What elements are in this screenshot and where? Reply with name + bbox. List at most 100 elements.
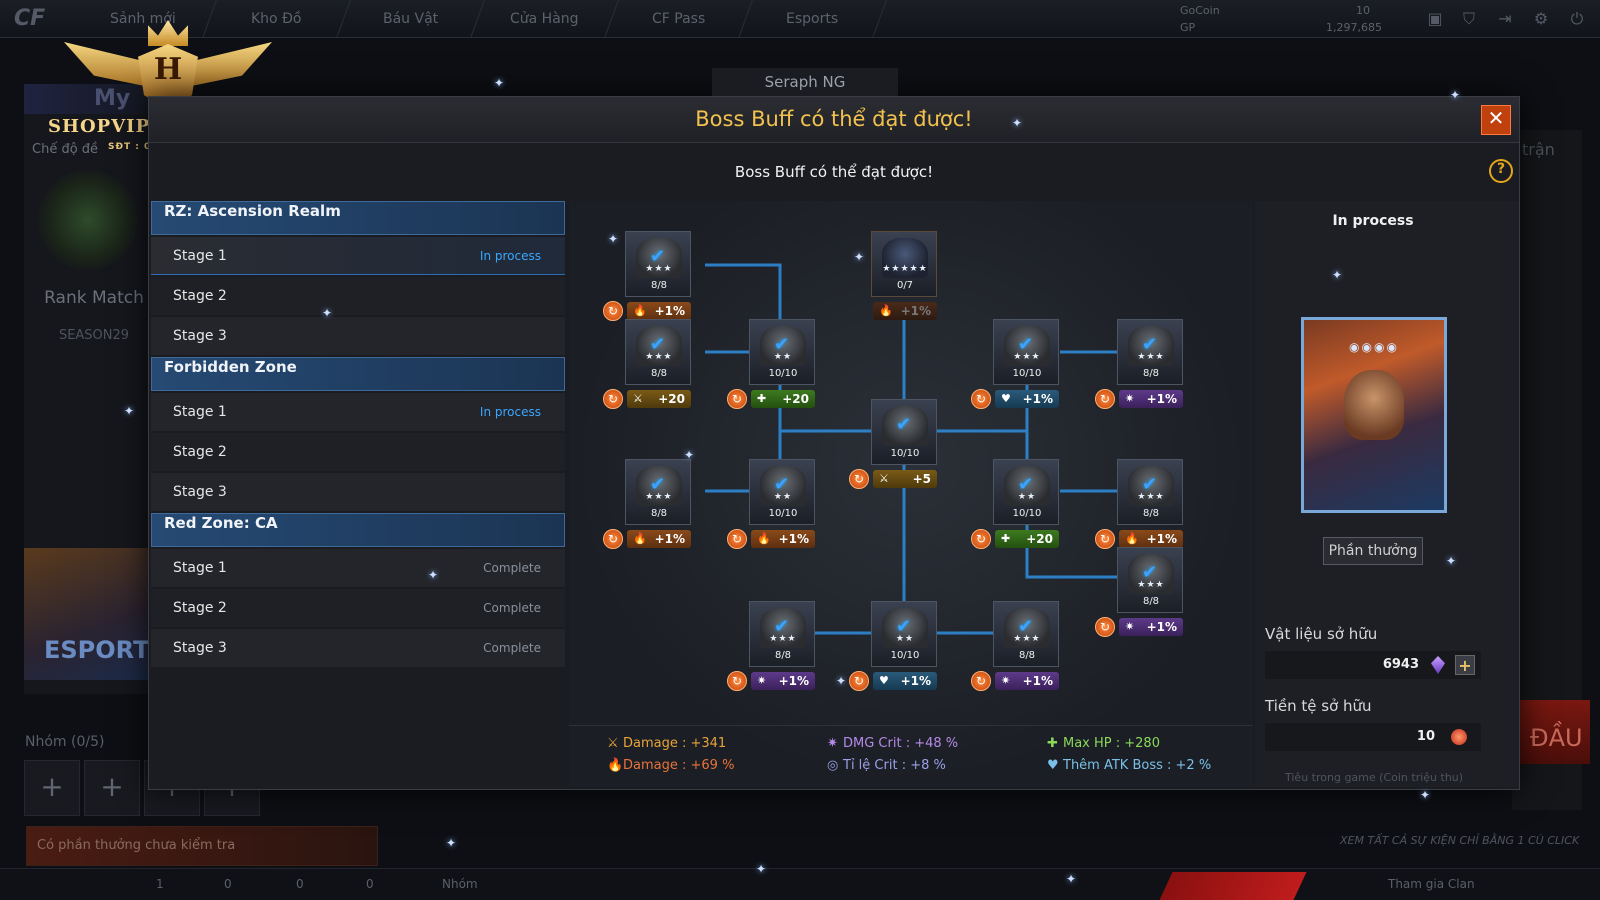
refresh-icon[interactable]: ↻ [727, 529, 747, 549]
bottom-count: 1 [156, 877, 164, 891]
stage-row[interactable]: Stage 1 Complete [151, 549, 565, 587]
checkmark-icon: ✔ [896, 414, 912, 435]
buff-node[interactable]: ✔★★10/10 [749, 459, 815, 525]
nav-tab-lobby[interactable]: Sảnh mới [69, 0, 217, 38]
zone-header-forbidden[interactable]: Forbidden Zone [151, 357, 565, 391]
bottom-group-button[interactable]: Nhóm [442, 877, 478, 891]
summary-max-hp: ✚Max HP : +280 [1047, 736, 1160, 751]
buff-node[interactable]: ✔★★★8/8 [1117, 459, 1183, 525]
buff-node[interactable]: ✔★★10/10 [871, 601, 937, 667]
boss-portrait [1004, 326, 1050, 366]
refresh-icon[interactable]: ↻ [603, 301, 623, 321]
buff-node[interactable]: ✔★★★8/8 [625, 319, 691, 385]
buff-pill: ♥+1% [873, 672, 937, 690]
mail-icon[interactable]: ▣ [1427, 9, 1443, 28]
refresh-icon[interactable]: ↻ [727, 671, 747, 691]
unchecked-reward-notice[interactable]: Có phần thưởng chưa kiểm tra [26, 826, 378, 866]
reward-button[interactable]: Phần thưởng [1323, 537, 1423, 565]
refresh-icon[interactable]: ↻ [603, 389, 623, 409]
exit-icon[interactable]: ⇥ [1498, 9, 1512, 28]
boss-portrait [1128, 466, 1174, 506]
refresh-icon[interactable]: ↻ [603, 529, 623, 549]
mode-label: Chế độ đề [32, 142, 99, 157]
nav-tab-inventory[interactable]: Kho Đồ [203, 0, 351, 38]
buff-node[interactable]: ✔★★★10/10 [993, 319, 1059, 385]
buff-node[interactable]: ✔★★★8/8 [1117, 547, 1183, 613]
zone-header-redzone[interactable]: Red Zone: CA [151, 513, 565, 547]
summary-damage-percent: 🔥Damage : +69 % [607, 758, 735, 773]
stage-row[interactable]: Stage 3 Complete [151, 629, 565, 667]
stage-row[interactable]: Stage 2 Complete [151, 589, 565, 627]
sparkle-decoration: ✦ [756, 862, 767, 876]
checkmark-icon: ✔ [1018, 334, 1034, 355]
seraph-tab[interactable]: Seraph NG [712, 68, 898, 96]
buff-node[interactable]: ✔★★10/10 [993, 459, 1059, 525]
boss-portrait [1004, 608, 1050, 648]
gear-icon[interactable]: ⚙ [1533, 9, 1549, 28]
buff-node[interactable]: ✔10/10 [871, 399, 937, 465]
buff-pill: 🔥+1% [751, 530, 815, 548]
refresh-icon[interactable]: ↻ [849, 671, 869, 691]
nav-tab-shop[interactable]: Cửa Hàng [471, 0, 619, 38]
refresh-icon[interactable]: ↻ [971, 529, 991, 549]
add-member-slot[interactable]: + [84, 760, 140, 816]
stage-status: In process [479, 405, 541, 419]
node-count: 8/8 [650, 368, 668, 379]
nav-tab-esports[interactable]: Esports [739, 0, 887, 38]
add-material-button[interactable]: + [1455, 655, 1475, 675]
refresh-icon[interactable]: ↻ [971, 389, 991, 409]
refresh-icon[interactable]: ↻ [1095, 389, 1115, 409]
buff-node[interactable]: ✔★★★8/8 [749, 601, 815, 667]
buff-node[interactable]: ✔★★★8/8 [993, 601, 1059, 667]
power-icon[interactable]: ⏻ [1570, 9, 1584, 28]
stars-icon: ★★★ [645, 492, 673, 502]
sparkle-decoration: ✦ [1066, 872, 1077, 886]
shield-icon[interactable]: ⛉ [1462, 9, 1475, 28]
node-count: 8/8 [774, 650, 792, 661]
refresh-icon[interactable]: ↻ [1095, 617, 1115, 637]
stage-row[interactable]: Stage 1 In process [151, 393, 565, 431]
buff-node[interactable]: ✔★★★8/8 [625, 231, 691, 297]
buff-pill: ✚+20 [995, 530, 1059, 548]
nav-tab-cf-pass[interactable]: CF Pass [605, 0, 753, 38]
checkmark-icon: ✔ [1018, 474, 1034, 495]
rank-match-label[interactable]: Rank Match [44, 288, 144, 308]
buff-node[interactable]: ✔★★★8/8 [1117, 319, 1183, 385]
boss-portrait [1128, 326, 1174, 366]
help-button[interactable]: ? [1489, 159, 1513, 183]
add-member-slot[interactable]: + [24, 760, 80, 816]
refresh-icon[interactable]: ↻ [1095, 529, 1115, 549]
boss-card[interactable]: ◉◉◉◉ [1301, 317, 1447, 513]
sparkle-decoration: ✦ [1420, 788, 1431, 802]
join-clan-button[interactable]: Tham gia Clan [1388, 877, 1475, 891]
modal-subtitle: Boss Buff có thể đạt được! [734, 163, 934, 181]
stage-row[interactable]: Stage 2 [151, 433, 565, 471]
close-button[interactable]: ✕ [1481, 105, 1511, 135]
right-bg-red-banner[interactable] [1520, 700, 1590, 764]
event-banner[interactable]: XEM TẤT CẢ SỰ KIỆN CHỈ BẰNG 1 CÚ CLICK [1340, 834, 1580, 847]
refresh-icon[interactable]: ↻ [727, 389, 747, 409]
stage-row[interactable]: Stage 3 [151, 317, 565, 355]
node-count: 10/10 [890, 650, 920, 661]
buff-node-locked[interactable]: ★★★★★0/7 [871, 231, 937, 297]
buff-node[interactable]: ✔★★★8/8 [625, 459, 691, 525]
zone-header-rz[interactable]: RZ: Ascension Realm [151, 201, 565, 235]
flame-icon: 🔥 [879, 304, 893, 317]
esports-banner[interactable] [24, 548, 148, 680]
refresh-icon[interactable]: ↻ [849, 469, 869, 489]
buff-node[interactable]: ✔★★10/10 [749, 319, 815, 385]
nav-tab-treasure[interactable]: Báu Vật [337, 0, 485, 38]
rank-emblem-icon [38, 170, 138, 270]
refresh-icon[interactable]: ↻ [971, 671, 991, 691]
checkmark-icon: ✔ [650, 334, 666, 355]
stage-label: Stage 3 [173, 640, 227, 656]
stage-row[interactable]: Stage 2 [151, 277, 565, 315]
stage-row[interactable]: Stage 3 [151, 473, 565, 511]
boss-portrait [760, 608, 806, 648]
stage-row[interactable]: Stage 1 In process [151, 237, 565, 275]
node-count: 10/10 [768, 508, 798, 519]
buff-pill: ✷+1% [995, 672, 1059, 690]
crit-icon: ✷ [1125, 620, 1135, 633]
buff-summary: ⚔Damage : +341 🔥Damage : +69 % ✷DMG Crit… [569, 725, 1253, 787]
boss-portrait [882, 238, 928, 278]
